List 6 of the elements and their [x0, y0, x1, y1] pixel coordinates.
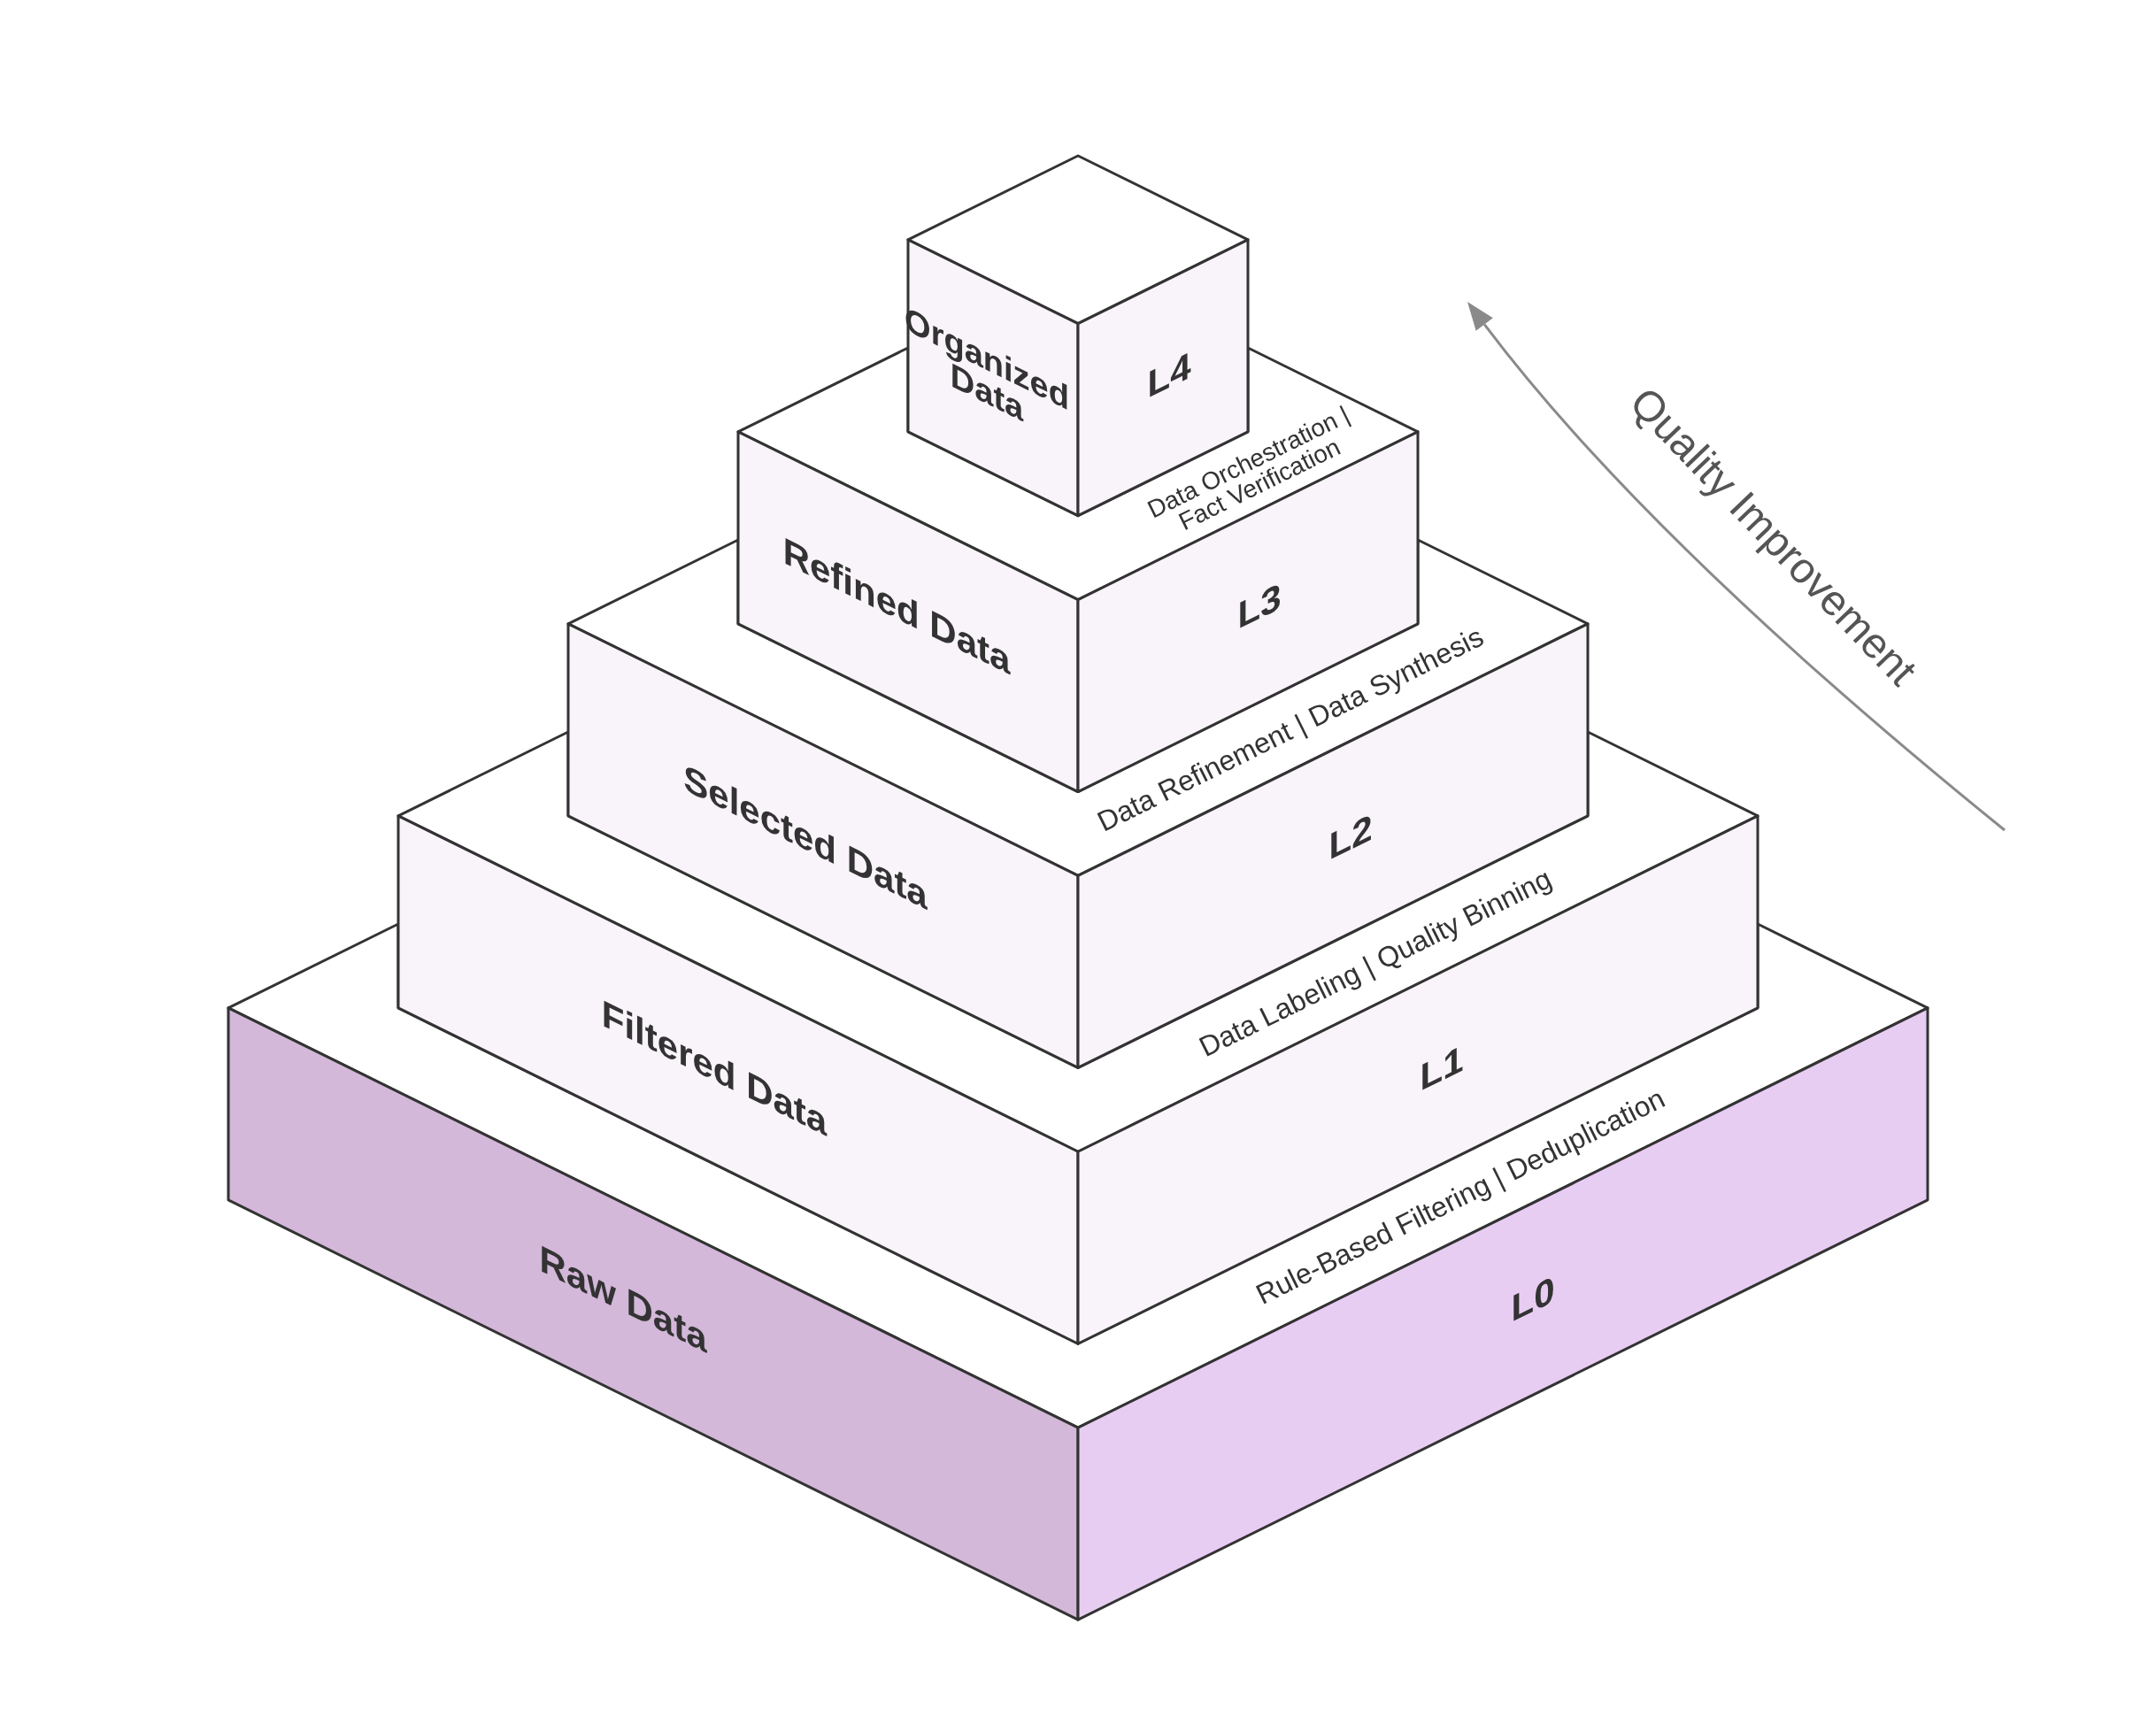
tier-level: L1: [1420, 1038, 1464, 1097]
tier-level: L0: [1511, 1269, 1555, 1329]
tier-name: Raw Data: [539, 1239, 707, 1359]
tier-level: L3: [1237, 576, 1282, 635]
tier-level: L2: [1328, 807, 1373, 866]
tier-level: L4: [1147, 345, 1191, 404]
